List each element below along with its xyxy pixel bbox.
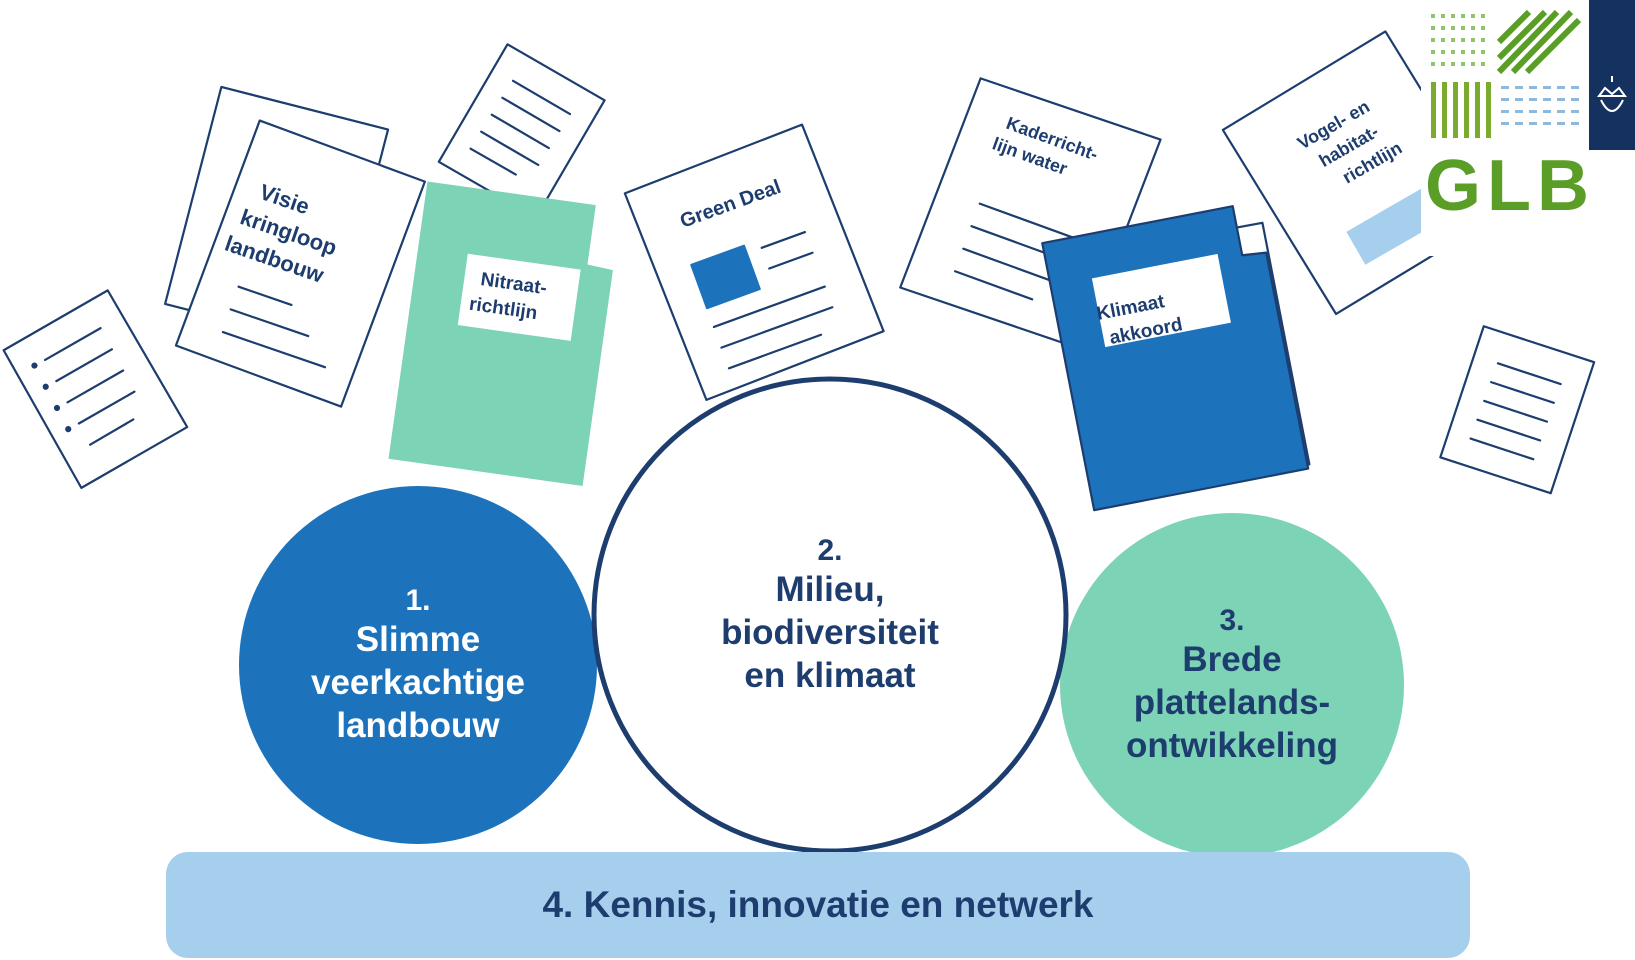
pillar-3-number: 3.: [1219, 603, 1245, 637]
pillar-2-label: 2. Milieu, biodiversiteit en klimaat: [660, 495, 1000, 735]
pillar-3-label: 3. Brede plattelands- ontwikkeling: [1072, 565, 1392, 805]
visie-document: [174, 119, 426, 408]
foundation-label: 4. Kennis, innovatie en netwerk: [542, 884, 1094, 925]
small-list-document: [2, 289, 189, 489]
pillar-2-number: 2.: [817, 533, 843, 567]
pillar-3-line-3: ontwikkeling: [1126, 725, 1338, 765]
pillar-3-line-2: plattelands-: [1133, 682, 1331, 722]
pillar-1-line-2: veerkachtige: [310, 662, 526, 702]
glb-logo: GLB: [1421, 0, 1635, 256]
pillar-3-line-1: Brede: [1182, 640, 1282, 680]
pillar-1-line-1: Slimme: [355, 620, 481, 660]
nitraat-folder: [388, 181, 613, 486]
pillar-1-line-3: landbouw: [336, 705, 500, 745]
crown-emblem-icon: [1597, 76, 1627, 112]
pillar-3-circle: [1060, 513, 1404, 857]
foundation-bar: 4. Kennis, innovatie en netwerk: [166, 852, 1470, 958]
pillar-2-circle: [591, 376, 1069, 854]
klimaat-folder: [1041, 205, 1311, 512]
pillar-1-number: 1.: [405, 583, 431, 617]
green-deal-document: [623, 123, 885, 402]
pillar-1-circle: [239, 486, 597, 844]
pillar-2-line-2: biodiversiteit: [721, 612, 939, 652]
small-lined-document-right: [1439, 325, 1596, 495]
glb-logo-text: GLB: [1425, 146, 1595, 226]
glb-logo-pattern: [1431, 0, 1635, 150]
pillar-2-line-1: Milieu,: [775, 570, 885, 610]
pillar-2-line-3: en klimaat: [744, 655, 916, 695]
pillar-1-label: 1. Slimme veerkachtige landbouw: [258, 545, 578, 785]
